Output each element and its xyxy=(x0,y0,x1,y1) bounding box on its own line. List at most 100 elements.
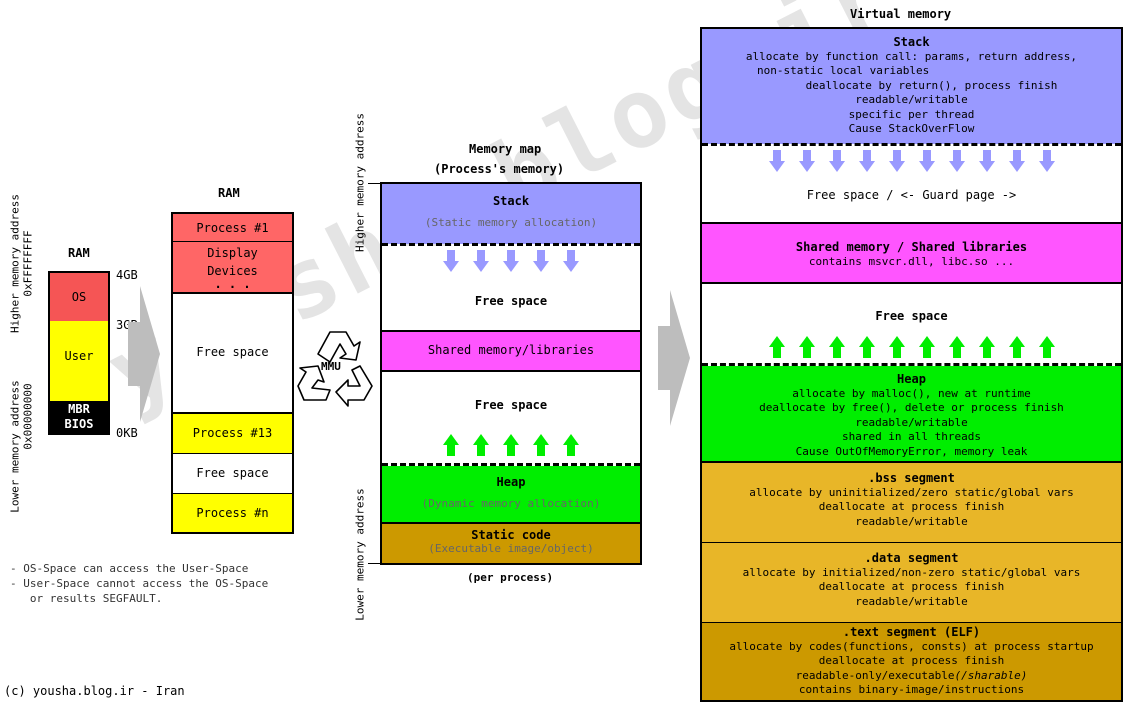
tick-0kb: 0KB xyxy=(116,426,138,440)
mmu-label: MMU xyxy=(321,360,341,373)
memmap-tick-high xyxy=(368,183,380,184)
vm-data-line: allocate by initialized/non-zero static/… xyxy=(742,565,1081,579)
ram2-process-n: Process #n xyxy=(173,494,292,532)
vm-stack-line: allocate by function call: params, retur… xyxy=(745,49,1078,63)
tick-4gb: 4GB xyxy=(116,268,138,282)
ram2-display-line2: Devices xyxy=(207,264,258,278)
vm-data-line: deallocate at process finish xyxy=(818,580,1005,593)
note-1: - OS-Space can access the User-Space xyxy=(10,562,249,575)
memmap-axis-low: Lower memory address xyxy=(353,488,367,621)
mbr-label: MBR xyxy=(68,402,90,416)
memmap-heap: Heap (Dynamic memory allocation) xyxy=(382,466,640,524)
vm-dash-2 xyxy=(702,363,1121,366)
vm-heap-line: deallocate by free(), delete or process … xyxy=(759,401,1064,414)
ram-title-large: RAM xyxy=(218,186,240,200)
axis-high-hex: 0xFFFFFFFF xyxy=(21,230,35,297)
ram-os-segment: OS xyxy=(50,273,108,321)
memmap-tick-low xyxy=(368,563,380,564)
vm-stack: Stack allocate by function call: params,… xyxy=(702,29,1121,144)
ram2-display-line1: Display xyxy=(207,246,258,260)
vm-guard-label: Free space / <- Guard page -> xyxy=(806,188,1017,202)
vm-free: Free space xyxy=(702,284,1121,364)
vm-stack-line: Cause StackOverFlow xyxy=(848,122,975,135)
memmap-static-sub: (Executable image/object) xyxy=(428,542,594,555)
note-2: - User-Space cannot access the OS-Space xyxy=(10,577,269,590)
vm-heap-title: Heap xyxy=(897,372,926,386)
vm-shared-line: contains msvcr.dll, libc.so ... xyxy=(808,254,1015,268)
vm-shared: Shared memory / Shared libraries contain… xyxy=(702,224,1121,284)
memmap-up-arrows xyxy=(382,434,640,456)
vm-dash-1 xyxy=(702,143,1121,146)
vm-guard: Free space / <- Guard page -> xyxy=(702,146,1121,224)
ram-large: Process #1 Display Devices . . . Free sp… xyxy=(171,212,294,534)
vm-bss: .bss segment allocate by uninitialized/z… xyxy=(702,463,1121,543)
vm-heap: Heap allocate by malloc(), new at runtim… xyxy=(702,366,1121,463)
virtual-memory: Stack allocate by function call: params,… xyxy=(700,27,1123,702)
vm-bss-line: deallocate at process finish xyxy=(818,500,1005,513)
memmap-axis-high: Higher memory address xyxy=(353,112,367,253)
memory-map: Stack (Static memory allocation) Free sp… xyxy=(380,182,642,565)
memmap-stack-sub: (Static memory allocation) xyxy=(424,216,598,229)
memmap-heap-sub: (Dynamic memory allocation) xyxy=(421,497,601,510)
ram-title-small: RAM xyxy=(68,246,90,260)
vm-data: .data segment allocate by initialized/no… xyxy=(702,543,1121,623)
vm-stack-line: readable/writable xyxy=(855,93,968,106)
ram2-display-line3: . . . xyxy=(214,277,251,291)
arrow-right-1 xyxy=(128,286,160,422)
arrow-right-2 xyxy=(658,290,690,426)
vm-heap-line: Cause OutOfMemoryError, memory leak xyxy=(795,444,1028,458)
copyright: (c) yousha.blog.ir - Iran xyxy=(4,684,185,698)
bios-label: BIOS xyxy=(64,417,94,431)
ram2-free-2: Free space xyxy=(173,454,292,494)
vm-stack-title: Stack xyxy=(893,35,930,49)
vm-bss-line: allocate by uninitialized/zero static/gl… xyxy=(749,485,1074,499)
memmap-free-1: Free space xyxy=(382,246,640,332)
memmap-subtitle: (Process's memory) xyxy=(434,162,565,176)
ram-user-segment: User xyxy=(50,321,108,401)
vm-text-line-rw-b: (/sharable) xyxy=(954,668,1028,682)
memmap-free-1-label: Free space xyxy=(474,294,548,308)
vm-bss-title: .bss segment xyxy=(868,471,955,485)
vm-stack-line: specific per thread xyxy=(848,107,975,121)
vm-free-label: Free space xyxy=(875,309,948,323)
ram-mbr-segment: MBR BIOS xyxy=(50,401,108,433)
vm-data-title: .data segment xyxy=(864,551,959,565)
ram2-free-1: Free space xyxy=(173,294,292,414)
axis-low-label: Lower memory address xyxy=(8,380,22,513)
memmap-static-label: Static code xyxy=(471,528,551,542)
memmap-free-2: Free space xyxy=(382,372,640,464)
vm-down-arrows xyxy=(702,150,1121,172)
memmap-stack-label: Stack xyxy=(492,194,530,208)
vm-bss-line: readable/writable xyxy=(855,514,968,528)
memmap-dash-1 xyxy=(382,243,640,246)
ram-small: OS User MBR BIOS xyxy=(48,271,110,435)
vm-heap-line: readable/writable xyxy=(855,415,968,429)
vm-stack-line: deallocate by return(), process finish xyxy=(805,78,1058,92)
vm-text: .text segment (ELF) allocate by codes(fu… xyxy=(702,623,1121,700)
ram2-process-13: Process #13 xyxy=(173,414,292,454)
axis-high-label: Higher memory address xyxy=(8,193,22,334)
vm-up-arrows xyxy=(702,336,1121,358)
memmap-free-2-label: Free space xyxy=(474,398,548,412)
ram2-process-1: Process #1 xyxy=(173,214,292,242)
memmap-static: Static code (Executable image/object) xyxy=(382,524,640,563)
ram2-display-devices: Display Devices . . . xyxy=(173,242,292,294)
virtual-title: Virtual memory xyxy=(850,7,952,21)
vm-stack-line: non-static local variables xyxy=(757,64,930,77)
recycle-icon xyxy=(297,331,373,407)
vm-text-line-rw: readable-only/executable(/sharable) xyxy=(702,669,1121,684)
vm-data-line: readable/writable xyxy=(855,594,968,608)
memmap-footer: (per process) xyxy=(467,571,554,584)
memmap-shared: Shared memory/libraries xyxy=(382,332,640,372)
memmap-down-arrows xyxy=(382,250,640,272)
axis-low-hex: 0x00000000 xyxy=(21,383,35,450)
vm-text-line-rw-a: readable-only/executable xyxy=(795,668,955,682)
memmap-title: Memory map xyxy=(469,142,542,156)
vm-shared-title: Shared memory / Shared libraries xyxy=(795,240,1028,254)
memmap-dash-2 xyxy=(382,463,640,466)
note-3: or results SEGFAULT. xyxy=(10,592,163,605)
memmap-heap-label: Heap xyxy=(496,475,526,489)
vm-heap-line: shared in all threads xyxy=(841,430,982,443)
vm-text-line: deallocate at process finish xyxy=(818,654,1005,667)
vm-text-title: .text segment (ELF) xyxy=(842,625,981,639)
